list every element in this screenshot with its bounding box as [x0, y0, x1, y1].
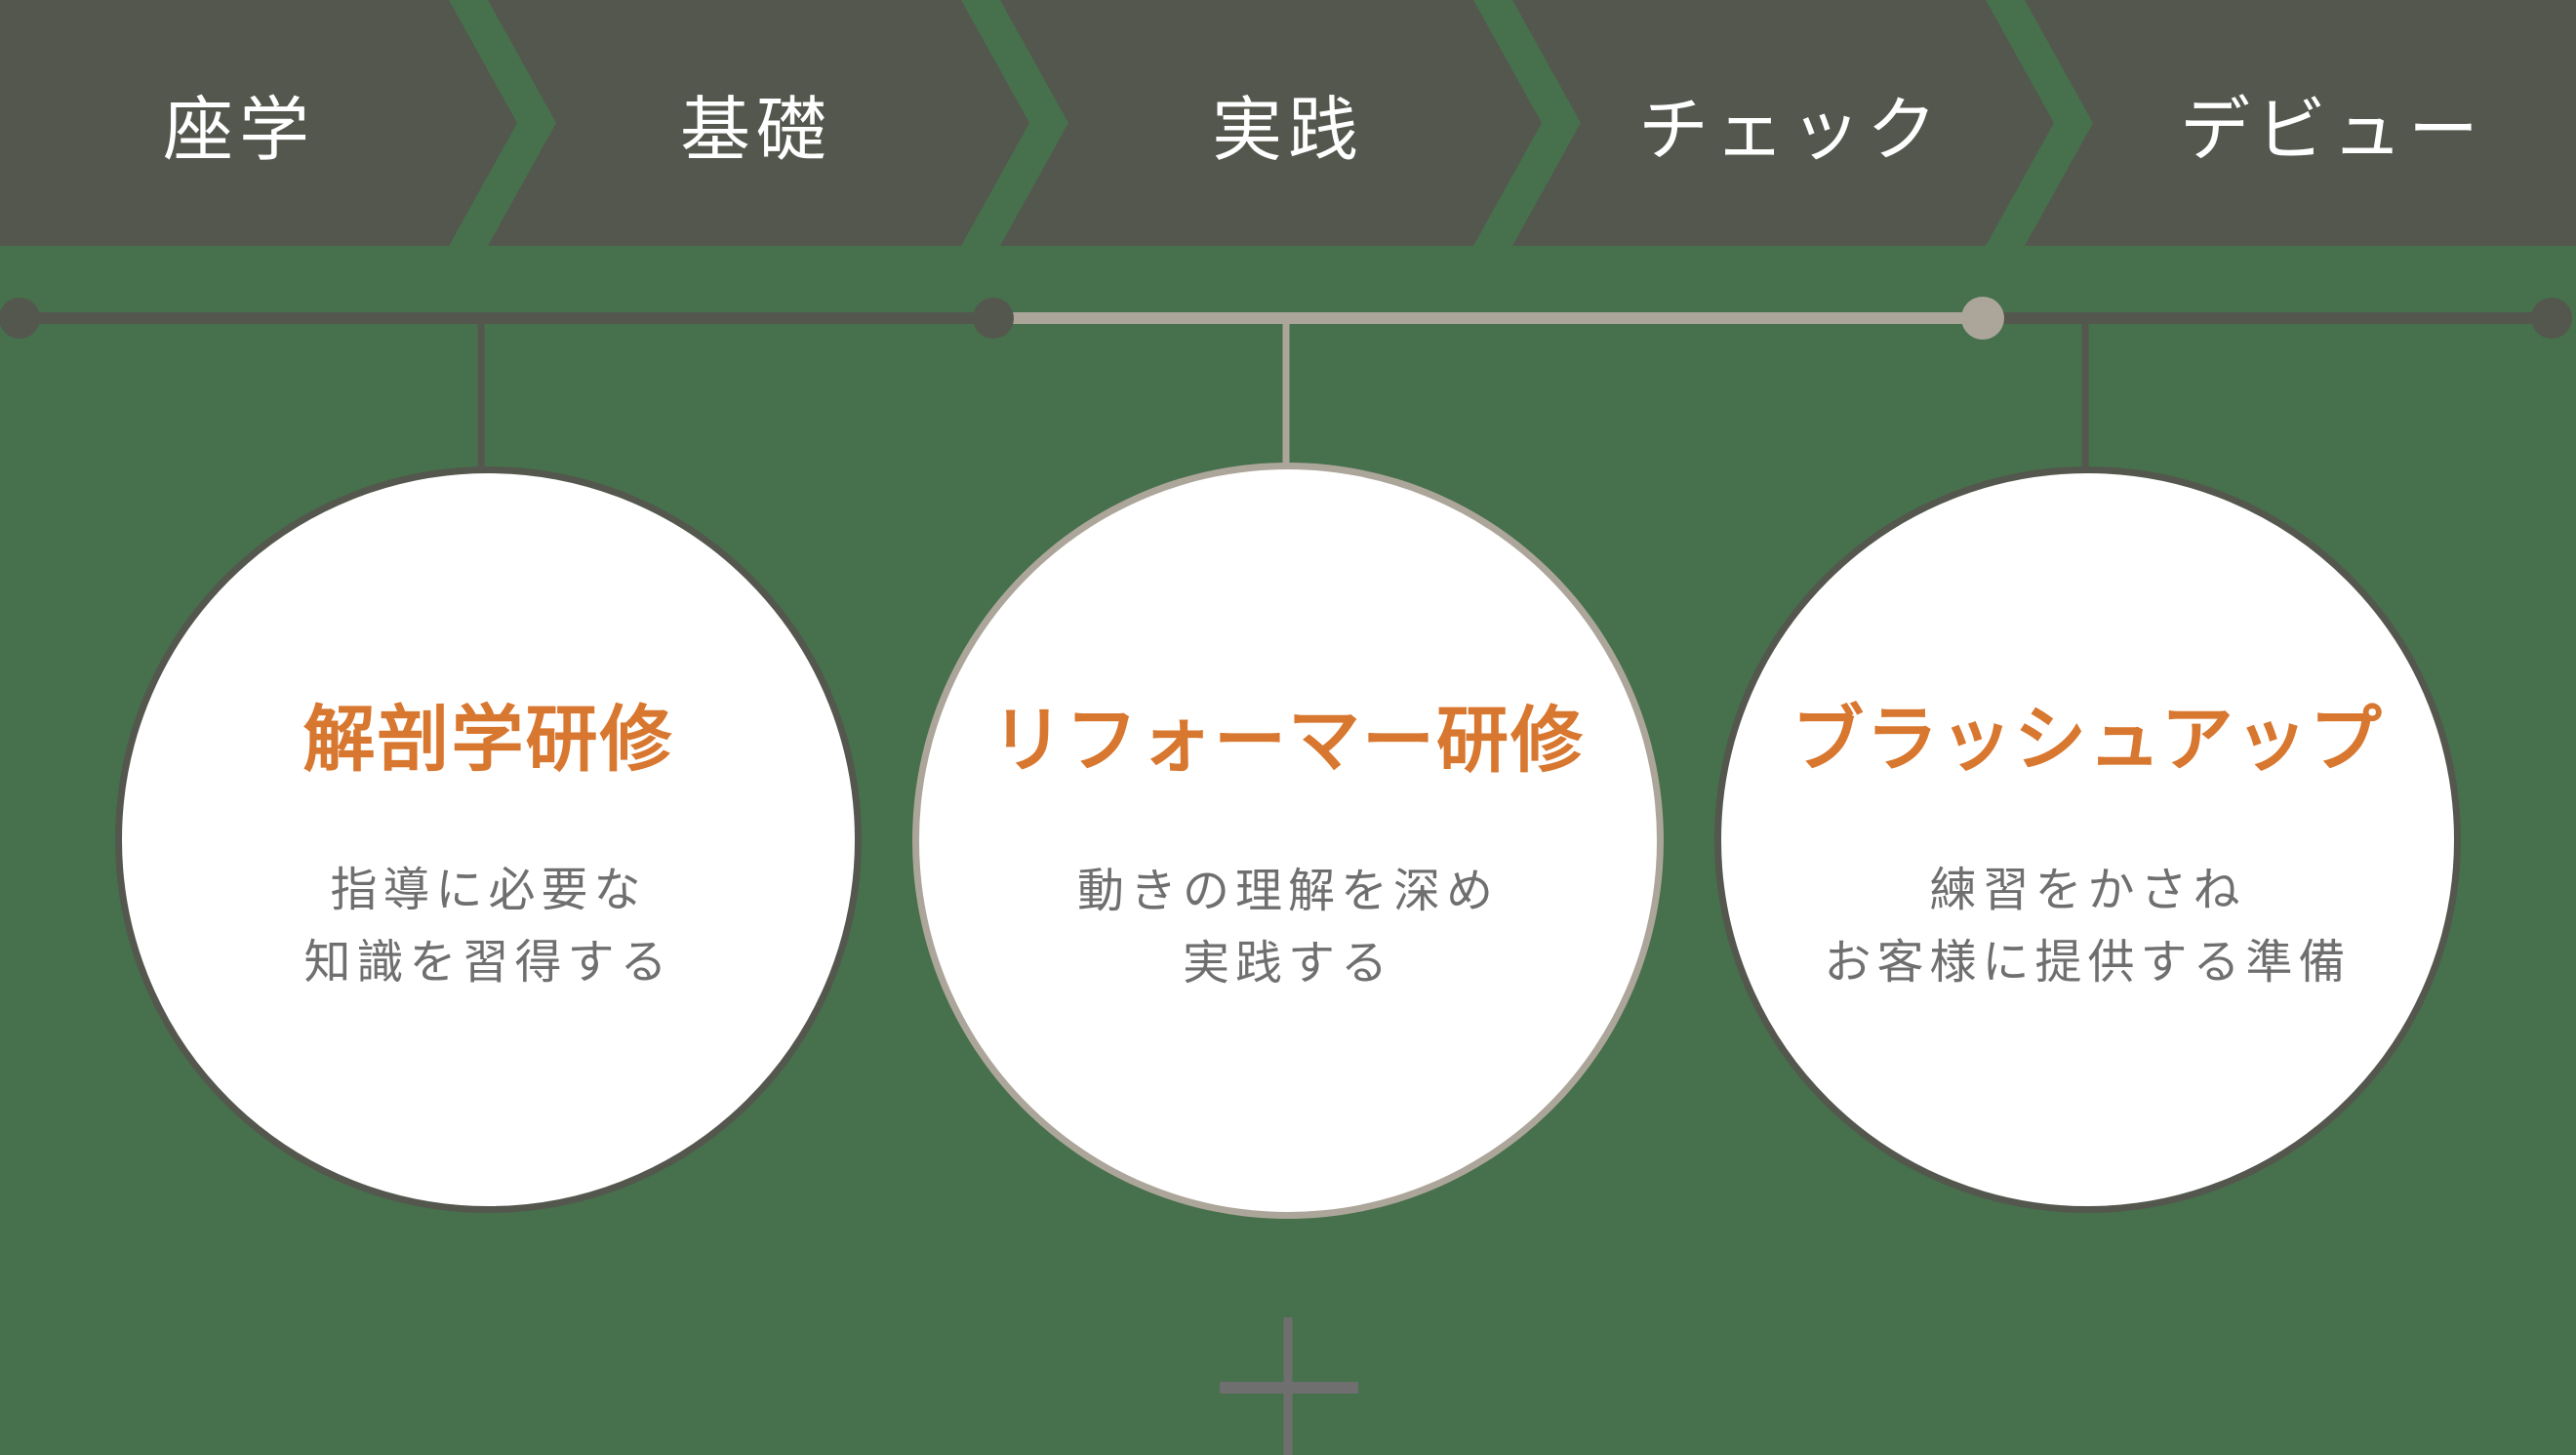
card-anatomy: 解剖学研修 指導に必要な 知識を習得する — [115, 466, 862, 1213]
card-desc-1: 動きの理解を深め — [1076, 864, 1499, 918]
timeline-node — [2531, 298, 2572, 339]
card-desc-2: 知識を習得する — [303, 935, 673, 990]
step-kiso: 基礎 — [517, 0, 995, 246]
step-debut: デビュー — [2088, 0, 2576, 246]
step-zagaku: 座学 — [0, 0, 478, 246]
step-jissen: 実践 — [1049, 0, 1527, 246]
card-title: ブラッシュアップ — [1791, 698, 2384, 782]
plus-icon — [1220, 1317, 1358, 1455]
step-bar: 座学 基礎 実践 チェック デビュー — [0, 0, 2576, 246]
step-label: 基礎 — [679, 88, 832, 171]
step-label: 実践 — [1211, 88, 1364, 171]
card-desc-1: 指導に必要な — [330, 863, 647, 917]
card-brushup: ブラッシュアップ 練習をかさね お客様に提供する準備 — [1714, 466, 2461, 1213]
card-title: リフォーマー研修 — [991, 699, 1585, 783]
step-label: チェック — [1637, 88, 1943, 171]
timeline-node — [973, 298, 1014, 339]
step-chevrons — [0, 0, 2576, 246]
timeline-node — [1961, 297, 2004, 340]
timeline-node — [0, 298, 40, 339]
step-label: デビュー — [2179, 88, 2484, 171]
card-title: 解剖学研修 — [302, 698, 674, 782]
card-reformer: リフォーマー研修 動きの理解を深め 実践する — [912, 463, 1664, 1219]
card-desc-2: お客様に提供する準備 — [1824, 935, 2352, 990]
card-desc-1: 練習をかさね — [1929, 863, 2246, 917]
step-label: 座学 — [162, 88, 315, 171]
step-check: チェック — [1551, 0, 2030, 246]
card-desc-2: 実践する — [1182, 936, 1393, 990]
